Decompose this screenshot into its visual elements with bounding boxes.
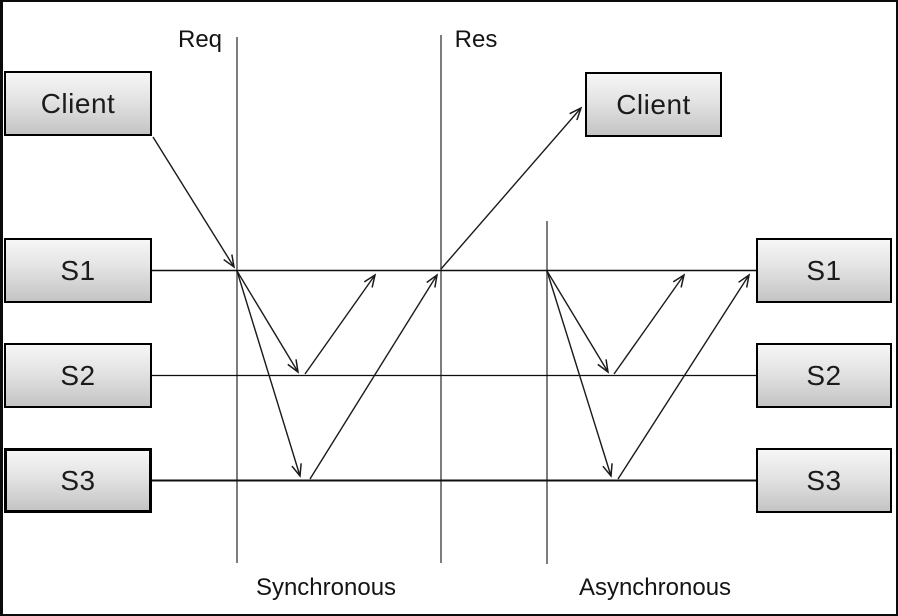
node-s2-right: S2: [756, 343, 892, 408]
res-label: Res: [454, 26, 498, 53]
node-client-left: Client: [4, 71, 152, 136]
node-s1-right: S1: [756, 238, 892, 303]
node-s2-left: S2: [4, 343, 152, 408]
node-s3-right: S3: [756, 448, 892, 513]
req-label: Req: [177, 26, 223, 53]
arrow-async-s1-to-s2: [546, 270, 608, 372]
asynchronous-section-label: Asynchronous: [578, 574, 732, 601]
arrow-async-s2-return-to-s1: [613, 275, 684, 375]
node-client-left-label: Client: [40, 87, 116, 119]
arrow-sync-s3-return-to-res: [309, 275, 437, 480]
arrow-response-to-client: [440, 108, 581, 270]
arrow-sync-s2-return-to-s1: [304, 275, 375, 375]
arrow-async-s1-to-s3: [546, 270, 611, 476]
arrow-sync-s1-to-s2: [236, 270, 298, 372]
node-s2-right-label: S2: [806, 359, 842, 391]
node-s1-left: S1: [4, 238, 152, 303]
node-s3-right-label: S3: [806, 464, 842, 496]
arrow-async-s3-return-to-s1: [617, 275, 749, 480]
node-s3-left-label: S3: [60, 464, 96, 496]
node-s2-left-label: S2: [60, 359, 96, 391]
arrow-client-request-to-s1: [152, 136, 234, 267]
node-client-right: Client: [585, 72, 722, 137]
node-s1-left-label: S1: [60, 254, 96, 286]
node-client-right-label: Client: [616, 88, 691, 120]
node-s3-left: S3: [4, 448, 152, 513]
synchronous-section-label: Synchronous: [255, 574, 397, 601]
arrow-sync-s1-to-s3: [236, 270, 300, 476]
node-s1-right-label: S1: [806, 254, 842, 286]
